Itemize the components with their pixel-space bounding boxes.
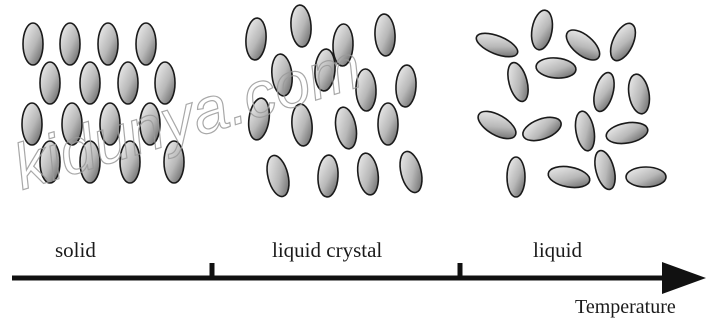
liquid-molecule (561, 24, 604, 65)
liquid-molecule (520, 113, 564, 145)
solid-molecule (98, 23, 118, 65)
liquid-crystal-molecule (317, 155, 339, 198)
solid-molecule (40, 62, 60, 104)
axis-arrowhead (662, 262, 706, 294)
liquid-molecule (573, 110, 598, 153)
liquid-crystal-molecule (245, 17, 268, 60)
liquid-crystal-molecule (378, 103, 398, 145)
liquid-molecule (591, 148, 619, 191)
phase-label-solid: solid (55, 238, 96, 263)
liquid-molecule (547, 164, 592, 191)
liquid-molecule (504, 60, 532, 103)
liquid-crystal-molecule (333, 106, 360, 151)
liquid-molecule (474, 106, 520, 144)
liquid-molecule (473, 28, 521, 61)
solid-molecule (60, 23, 80, 65)
liquid-crystal-molecule (396, 149, 426, 195)
liquid-crystal-molecule (374, 14, 396, 57)
liquid-crystal-molecule (355, 152, 381, 196)
liquid-molecule (626, 167, 666, 187)
liquid-molecule (590, 70, 618, 113)
liquid-molecule (626, 73, 653, 116)
temperature-axis (12, 262, 706, 294)
liquid-molecule (507, 157, 525, 197)
liquid-molecule (605, 120, 650, 147)
liquid-crystal-molecule (395, 65, 417, 108)
solid-molecule (23, 23, 43, 65)
liquid-molecule (605, 20, 640, 65)
liquid-molecule (529, 9, 556, 52)
watermark: kidunya.com (5, 29, 370, 203)
solid-molecule (80, 62, 100, 104)
solid-molecule (136, 23, 156, 65)
liquid-crystal-molecule (263, 153, 293, 199)
axis-label-temperature: Temperature (575, 296, 676, 319)
phase-label-liquid: liquid (533, 238, 582, 263)
liquid-molecule (535, 56, 577, 79)
phase-label-liquid-crystal: liquid crystal (272, 238, 382, 263)
liquid-molecules (473, 9, 666, 197)
